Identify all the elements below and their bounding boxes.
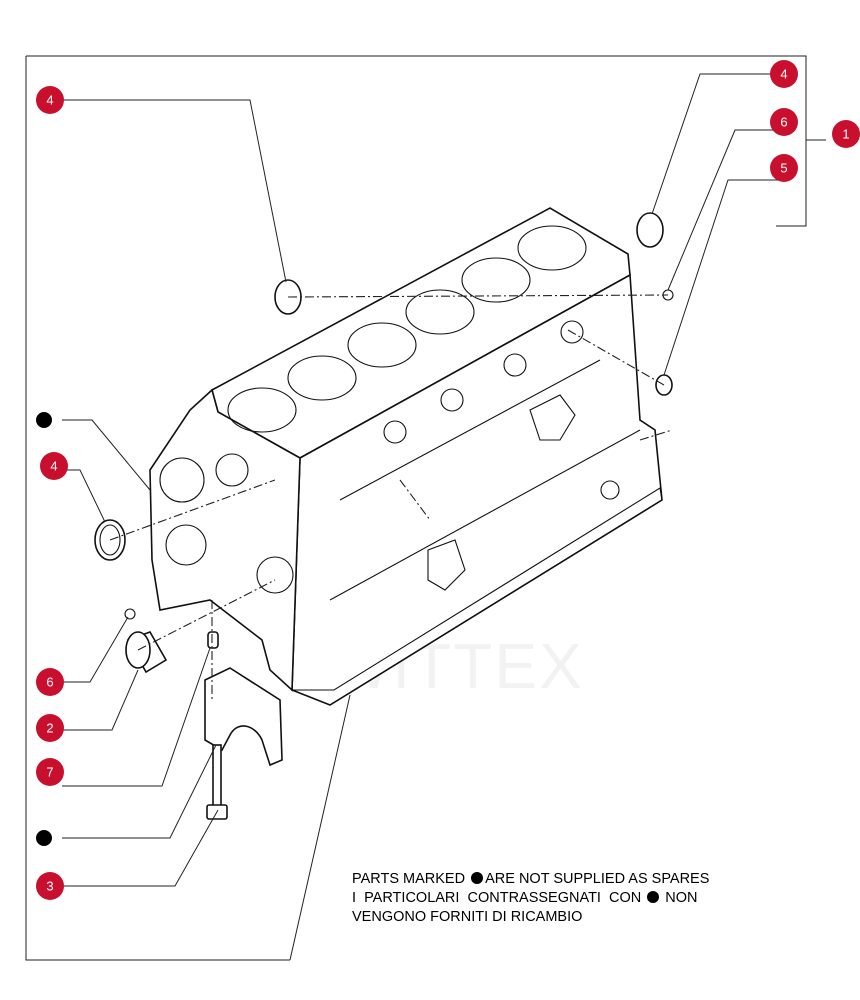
callout-badge: 4 <box>770 60 798 88</box>
svg-text:3: 3 <box>46 879 53 894</box>
dowel-left <box>124 608 136 620</box>
black-dot-icon <box>647 891 660 903</box>
bearing-cap <box>204 667 283 767</box>
parts <box>94 212 674 820</box>
callout-badge: 3 <box>36 872 64 900</box>
callout-badge: 2 <box>36 714 64 742</box>
svg-text:7: 7 <box>46 765 53 780</box>
svg-text:6: 6 <box>46 675 53 690</box>
callout-badge: 5 <box>770 154 798 182</box>
black-dot-icon <box>471 872 484 884</box>
cylinder-bores <box>227 225 587 433</box>
svg-text:5: 5 <box>780 161 787 176</box>
not-supplied-marker-dot <box>36 830 52 846</box>
svg-text:4: 4 <box>46 93 53 108</box>
engine-block <box>149 207 663 706</box>
axis-lines <box>109 294 673 700</box>
svg-text:4: 4 <box>780 67 787 82</box>
callout-badge: 6 <box>36 668 64 696</box>
note-line-2: I PARTICOLARI CONTRASSEGNATI CON NON <box>352 890 698 906</box>
svg-text:1: 1 <box>842 127 849 142</box>
svg-text:2: 2 <box>46 721 53 736</box>
note-line-3: VENGONO FORNITI DI RICAMBIO <box>352 909 583 925</box>
callout-badge: 4 <box>40 452 68 480</box>
svg-text:6: 6 <box>780 115 787 130</box>
note-line-1: PARTS MARKED ARE NOT SUPPLIED AS SPARES <box>352 871 710 887</box>
callout-badge: 7 <box>36 758 64 786</box>
svg-text:4: 4 <box>50 459 57 474</box>
not-supplied-marker-dot <box>36 412 52 428</box>
callout-badge: 4 <box>36 86 64 114</box>
callout-badge: 1 <box>832 120 860 148</box>
frame <box>25 55 807 961</box>
callout-badge: 6 <box>770 108 798 136</box>
spares-note: PARTS MARKED ARE NOT SUPPLIED AS SPARES … <box>352 851 832 927</box>
leader-lines <box>62 73 826 961</box>
dowel-pin <box>207 631 219 649</box>
expansion-plug-right <box>636 212 664 248</box>
